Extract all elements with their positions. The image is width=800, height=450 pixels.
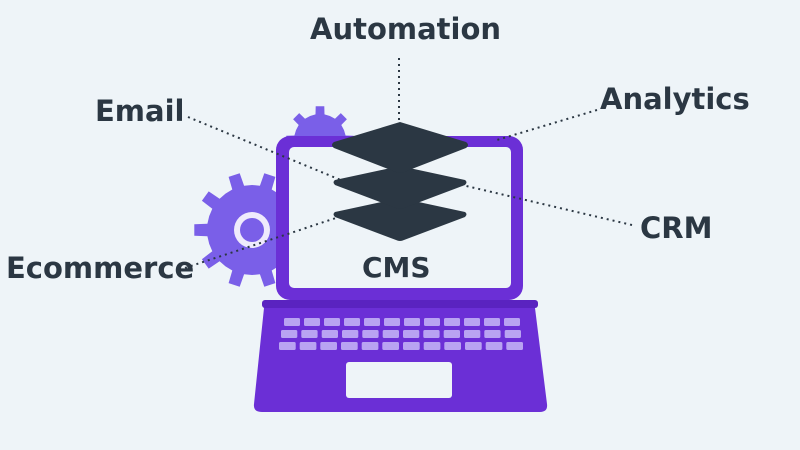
gear-hub xyxy=(240,218,264,242)
layer-middle xyxy=(333,166,467,209)
keyboard-key xyxy=(364,318,380,326)
label-cms: CMS xyxy=(362,251,431,284)
keyboard-key xyxy=(465,342,482,350)
connector-email xyxy=(187,116,349,184)
keyboard-key xyxy=(444,318,460,326)
connector-lines xyxy=(184,58,633,269)
keyboard-key xyxy=(423,330,440,338)
keyboard-key xyxy=(484,318,500,326)
keyboard-key xyxy=(304,318,320,326)
keyboard-key xyxy=(464,318,480,326)
keyboard xyxy=(279,318,523,350)
keyboard-key xyxy=(299,342,317,350)
label-email: Email xyxy=(95,94,185,128)
connector-ecommerce xyxy=(184,214,346,269)
keyboard-key xyxy=(444,342,461,350)
connector-crm xyxy=(461,184,633,226)
keyboard-key xyxy=(464,330,481,338)
keyboard-key xyxy=(384,318,400,326)
keyboard-key xyxy=(484,330,501,338)
keyboard-key xyxy=(423,342,441,350)
label-automation: Automation xyxy=(310,12,502,46)
keyboard-key xyxy=(504,330,521,338)
laptop-hinge xyxy=(262,300,538,308)
keyboard-key xyxy=(443,330,460,338)
keyboard-key xyxy=(382,342,399,350)
keyboard-key xyxy=(485,342,503,350)
touchpad xyxy=(346,362,452,398)
layers-icon xyxy=(332,122,468,241)
keyboard-key xyxy=(341,342,358,350)
keyboard-key xyxy=(320,342,337,350)
keyboard-key xyxy=(362,330,379,338)
keyboard-key xyxy=(504,318,520,326)
keyboard-key xyxy=(279,342,296,350)
keyboard-key xyxy=(321,330,338,338)
keyboard-key xyxy=(382,330,399,338)
keyboard-key xyxy=(403,342,420,350)
layer-bottom xyxy=(333,198,467,241)
layer-top xyxy=(332,122,468,173)
keyboard-key xyxy=(281,330,298,338)
keyboard-key xyxy=(324,318,340,326)
keyboard-key xyxy=(361,342,379,350)
keyboard-key xyxy=(284,318,300,326)
keyboard-key xyxy=(404,318,420,326)
label-analytics: Analytics xyxy=(600,82,750,116)
keyboard-key xyxy=(506,342,523,350)
keyboard-key xyxy=(342,330,359,338)
keyboard-key xyxy=(403,330,420,338)
label-ecommerce: Ecommerce xyxy=(6,251,195,285)
keyboard-key xyxy=(424,318,440,326)
connector-analytics xyxy=(496,109,598,141)
keyboard-key xyxy=(301,330,318,338)
keyboard-key xyxy=(344,318,360,326)
label-crm: CRM xyxy=(640,211,713,245)
